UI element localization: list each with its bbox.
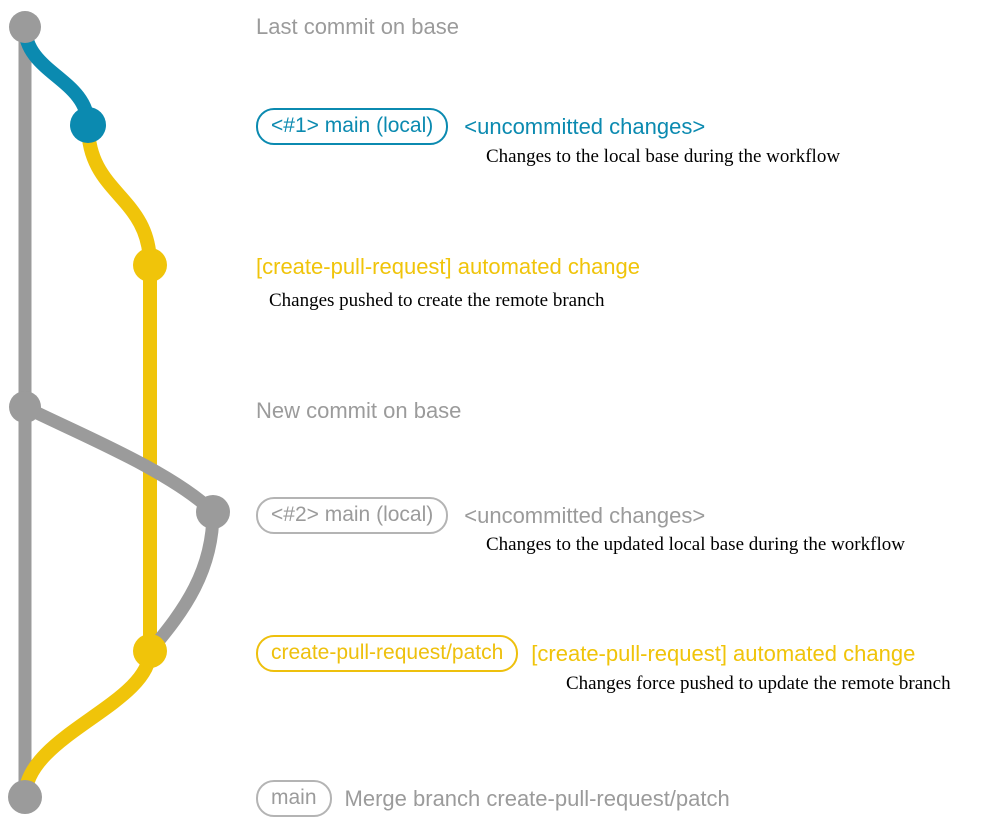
commit-subject-local-2: <uncommitted changes> <box>464 502 706 528</box>
commit-node-base-last[interactable] <box>9 11 41 43</box>
edge-basenew-to-local2 <box>18 400 220 519</box>
edge-patch2-to-merge <box>18 644 157 804</box>
row-local-1: <#1> main (local) <uncommitted changes> <box>256 108 705 145</box>
commit-node-local-1[interactable] <box>70 107 106 143</box>
commit-description-local-1: Changes to the local base during the wor… <box>486 146 841 167</box>
ref-badge-local-1[interactable]: <#1> main (local) <box>256 108 449 145</box>
commit-subject-merge: Merge branch create-pull-request/patch <box>344 785 730 811</box>
edge-local2-to-patch2 <box>143 505 220 658</box>
commit-description-patch-2: Changes force pushed to update the remot… <box>566 673 951 694</box>
ref-badge-local-2[interactable]: <#2> main (local) <box>256 497 449 534</box>
ref-badge-main[interactable]: main <box>256 780 332 817</box>
commit-node-local-2[interactable] <box>196 495 230 529</box>
heading-last-commit-on-base: Last commit on base <box>256 14 459 39</box>
commit-description-local-2: Changes to the updated local base during… <box>486 534 905 555</box>
edge-local1-to-patch1 <box>81 118 157 272</box>
row-local-2: <#2> main (local) <uncommitted changes> <box>256 497 705 534</box>
commit-node-base-merge[interactable] <box>8 780 42 814</box>
ref-badge-create-pull-request-patch[interactable]: create-pull-request/patch <box>256 635 519 672</box>
commit-subject-patch-2: [create-pull-request] automated change <box>531 640 916 666</box>
commit-node-patch-1[interactable] <box>133 248 167 282</box>
row-merge: main Merge branch create-pull-request/pa… <box>256 780 730 817</box>
commit-node-base-new[interactable] <box>9 391 41 423</box>
heading-new-commit-on-base: New commit on base <box>256 398 462 423</box>
commit-description-patch-1: Changes pushed to create the remote bran… <box>269 290 605 311</box>
commit-subject-local-1: <uncommitted changes> <box>464 113 706 139</box>
commit-subject-patch-1: [create-pull-request] automated change <box>256 254 641 279</box>
commit-node-patch-2[interactable] <box>133 634 167 668</box>
row-patch-2: create-pull-request/patch [create-pull-r… <box>256 635 915 672</box>
